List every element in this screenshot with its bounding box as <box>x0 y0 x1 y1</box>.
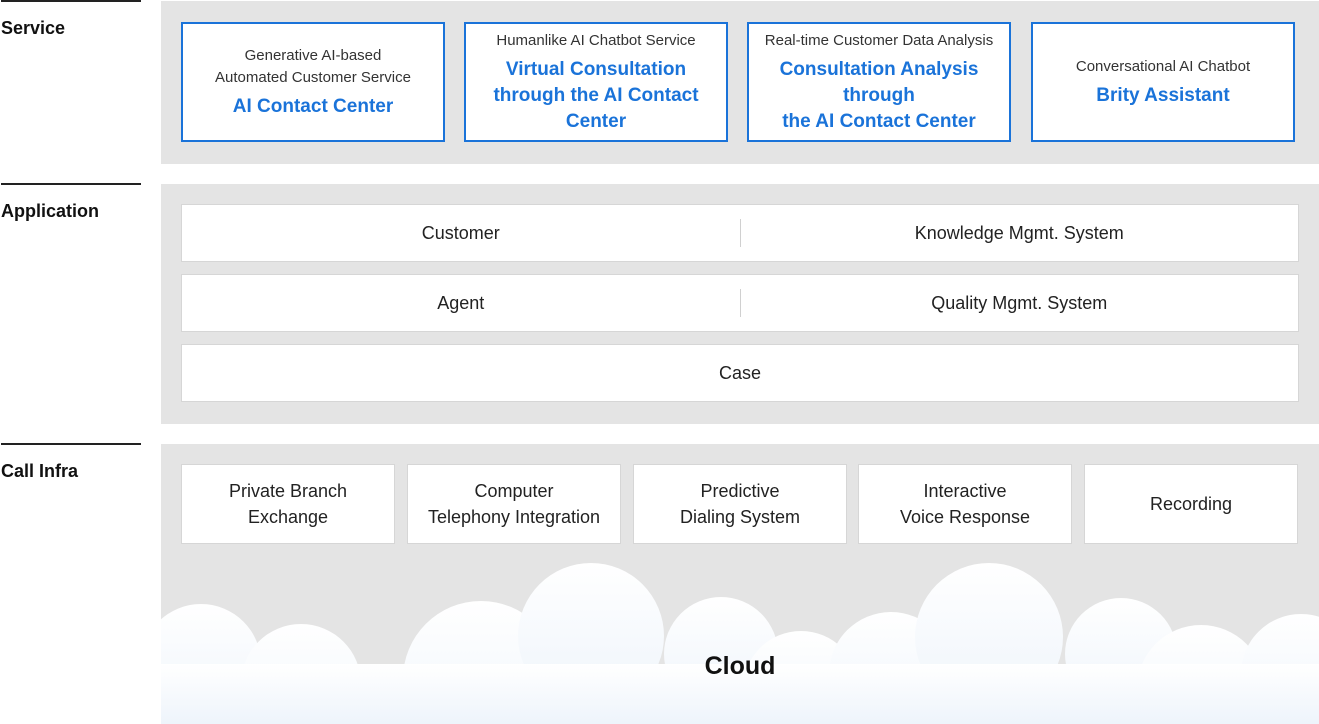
app-cell-customer[interactable]: Customer <box>421 222 500 243</box>
service-card-subtitle: Conversational AI Chatbot <box>1075 57 1251 75</box>
call-infra-panel: Private Branch Exchange Computer Telepho… <box>161 444 1319 724</box>
service-panel: Generative AI-based Automated Customer S… <box>161 1 1319 164</box>
app-cell-case[interactable]: Case <box>718 362 762 383</box>
service-card-subtitle: Humanlike AI Chatbot Service <box>496 31 696 49</box>
service-card-virtual-consultation[interactable]: Humanlike AI Chatbot Service Virtual Con… <box>464 22 728 142</box>
layer-label-application: Application <box>1 183 141 222</box>
service-card-title: Consultation Analysis through the AI Con… <box>779 58 979 132</box>
divider <box>739 289 741 317</box>
service-card-brity-assistant[interactable]: Conversational AI Chatbot Brity Assistan… <box>1031 22 1295 142</box>
service-card-title: Brity Assistant <box>1096 84 1230 106</box>
layer-label-service: Service <box>1 0 141 39</box>
application-row-case: Case <box>181 344 1299 402</box>
infra-box-pbx[interactable]: Private Branch Exchange <box>181 464 395 544</box>
app-cell-knowledge-mgmt[interactable]: Knowledge Mgmt. System <box>914 222 1124 243</box>
application-panel: Customer Knowledge Mgmt. System Agent Qu… <box>161 184 1319 424</box>
infra-box-cti[interactable]: Computer Telephony Integration <box>407 464 621 544</box>
application-row-customer: Customer Knowledge Mgmt. System <box>181 204 1299 262</box>
cloud-label: Cloud <box>704 652 776 680</box>
infra-box-recording[interactable]: Recording <box>1084 464 1298 544</box>
service-card-title: Virtual Consultation through the AI Cont… <box>493 58 699 132</box>
service-card-title: AI Contact Center <box>232 95 394 117</box>
service-card-subtitle: Generative AI-based Automated Customer S… <box>215 46 411 86</box>
app-cell-agent[interactable]: Agent <box>437 292 485 313</box>
app-cell-quality-mgmt[interactable]: Quality Mgmt. System <box>931 292 1108 313</box>
application-row-agent: Agent Quality Mgmt. System <box>181 274 1299 332</box>
divider <box>739 219 741 247</box>
infra-box-pds[interactable]: Predictive Dialing System <box>633 464 847 544</box>
service-card-ai-contact-center[interactable]: Generative AI-based Automated Customer S… <box>181 22 445 142</box>
layer-label-call-infra: Call Infra <box>1 443 141 482</box>
service-card-consultation-analysis[interactable]: Real-time Customer Data Analysis Consult… <box>747 22 1011 142</box>
cloud-shape <box>161 563 1319 724</box>
service-card-subtitle: Real-time Customer Data Analysis <box>764 31 994 49</box>
infra-box-ivr[interactable]: Interactive Voice Response <box>858 464 1072 544</box>
